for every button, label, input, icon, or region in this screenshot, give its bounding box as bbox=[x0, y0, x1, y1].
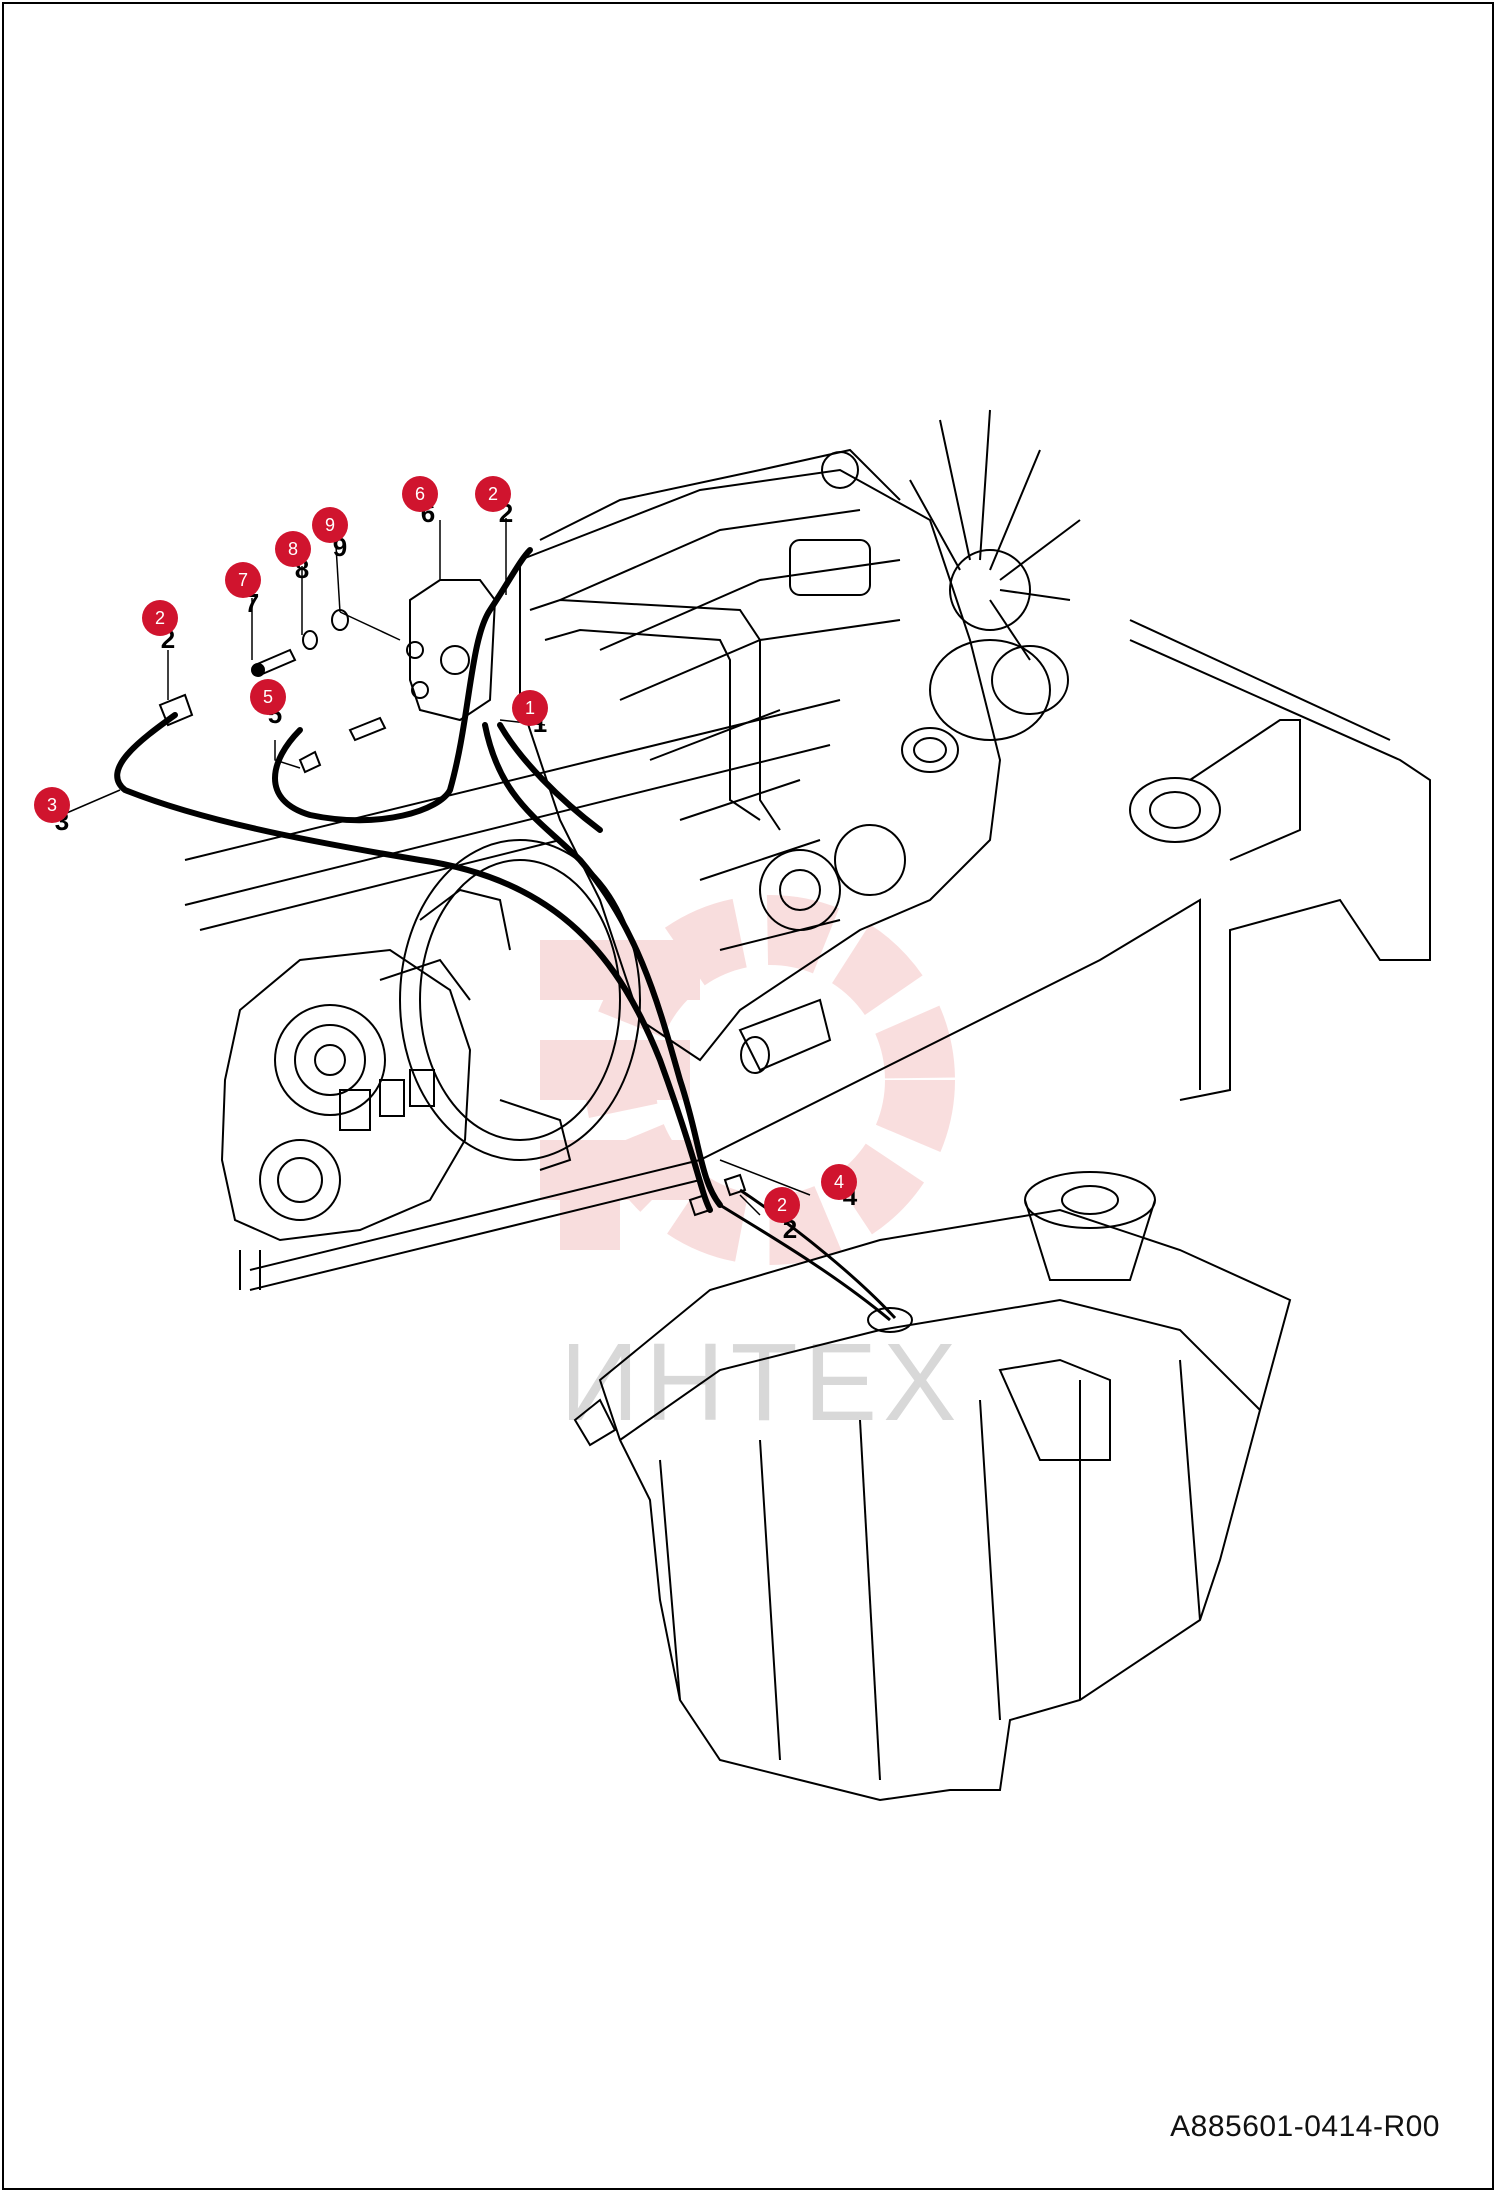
svg-text:2: 2 bbox=[488, 484, 498, 504]
callout-8[interactable]: 8 bbox=[275, 531, 311, 567]
document-code: A885601-0414-R00 bbox=[1170, 2110, 1440, 2143]
fuel-lines bbox=[114, 547, 723, 1213]
chassis-frame bbox=[184, 619, 1431, 1291]
svg-text:4: 4 bbox=[834, 1172, 844, 1192]
svg-text:9: 9 bbox=[325, 515, 335, 535]
fittings bbox=[158, 579, 747, 1217]
watermark-logo bbox=[540, 895, 955, 1265]
callout-2[interactable]: 2 bbox=[764, 1187, 800, 1223]
svg-text:8: 8 bbox=[288, 539, 298, 559]
leader-lines bbox=[61, 518, 811, 1216]
svg-text:2: 2 bbox=[777, 1195, 787, 1215]
callout-2[interactable]: 2 bbox=[475, 476, 511, 512]
callout-7[interactable]: 7 bbox=[225, 562, 261, 598]
callout-6[interactable]: 6 bbox=[402, 476, 438, 512]
callout-9[interactable]: 9 bbox=[312, 507, 348, 543]
transmission bbox=[220, 888, 511, 1290]
watermark-text: ИНТЕХ bbox=[560, 1321, 962, 1444]
flywheel-housing bbox=[399, 839, 641, 1171]
svg-text:1: 1 bbox=[525, 698, 535, 718]
callout-4[interactable]: 4 bbox=[821, 1164, 857, 1200]
svg-text:3: 3 bbox=[47, 795, 57, 815]
svg-text:7: 7 bbox=[238, 570, 248, 590]
svg-text:2: 2 bbox=[155, 608, 165, 628]
callout-3[interactable]: 3 bbox=[34, 787, 70, 823]
callouts: 1 2 2 2 3 4 5 6 bbox=[34, 476, 857, 1223]
svg-text:6: 6 bbox=[415, 484, 425, 504]
callout-1[interactable]: 1 bbox=[512, 690, 548, 726]
fuel-lines-thin bbox=[719, 1188, 897, 1322]
callout-5[interactable]: 5 bbox=[250, 679, 286, 715]
callout-2[interactable]: 2 bbox=[142, 600, 178, 636]
fuel-tank bbox=[573, 1171, 1292, 1802]
svg-text:5: 5 bbox=[263, 687, 273, 707]
